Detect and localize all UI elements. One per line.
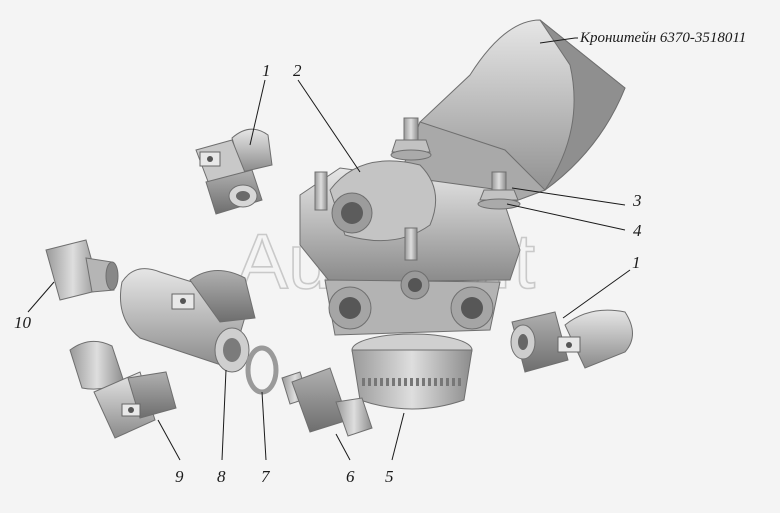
sealing-washer — [245, 345, 279, 395]
callout-7: 7 — [261, 467, 271, 486]
leader-3 — [511, 187, 626, 206]
callout-3: 3 — [632, 191, 642, 210]
callout-10: 10 — [14, 313, 32, 332]
elbow-fitting-right — [510, 309, 633, 373]
elbow-fitting-top — [195, 128, 273, 215]
callout-2: 2 — [293, 61, 302, 80]
elbow-connector-left — [69, 340, 177, 439]
leader-2 — [297, 79, 361, 173]
bracket — [399, 19, 626, 206]
filter-cap — [351, 333, 473, 410]
callout-5: 5 — [385, 467, 394, 486]
bracket-caption: Кронштейн 6370-3518011 — [579, 30, 746, 46]
leader-5 — [391, 412, 405, 461]
leader-6 — [335, 433, 351, 461]
leader-10 — [27, 281, 55, 313]
leader-1-right — [562, 269, 631, 319]
callout-9: 9 — [175, 467, 184, 486]
valve-body — [299, 160, 521, 336]
threaded-nipple — [281, 367, 373, 437]
nuts-washers — [390, 117, 521, 210]
tee-fitting — [119, 268, 256, 373]
callout-1-top: 1 — [262, 61, 271, 80]
callout-8: 8 — [217, 467, 226, 486]
callout-1-right: 1 — [632, 253, 641, 272]
leader-caption — [539, 37, 578, 44]
leader-9 — [157, 419, 181, 461]
straight-connector — [45, 239, 119, 301]
leader-4 — [506, 203, 626, 231]
leader-8 — [221, 369, 227, 461]
leader-7 — [261, 391, 267, 461]
leader-1-top — [249, 79, 266, 146]
callout-6: 6 — [346, 467, 355, 486]
callout-4: 4 — [633, 221, 642, 240]
leader-lines — [27, 37, 631, 461]
